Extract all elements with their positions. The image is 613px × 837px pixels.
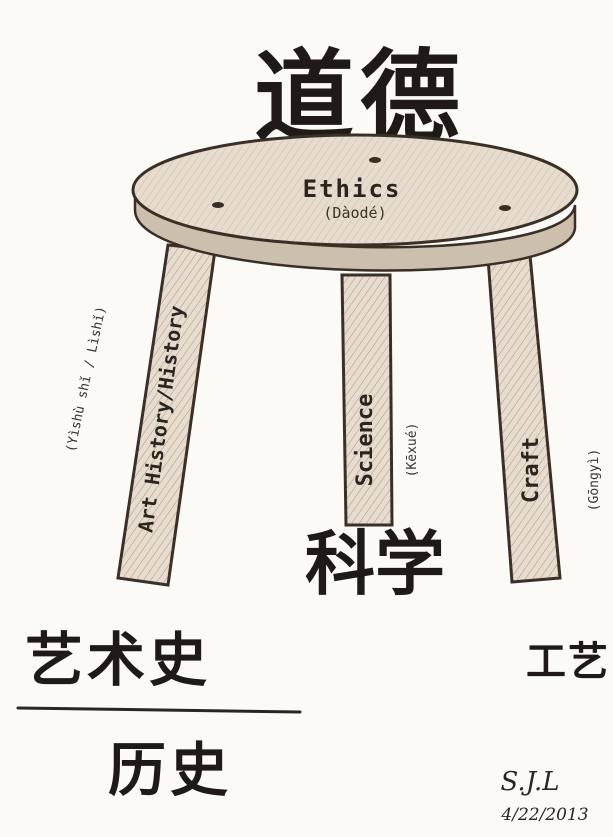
seat-label: Ethics bbox=[303, 175, 402, 203]
right-leg-pinyin: (Gōngyì) bbox=[587, 449, 602, 512]
signature-initials: S.J.L bbox=[500, 767, 559, 797]
fraction-divider bbox=[16, 706, 302, 714]
seat-pinyin: (Dàodé) bbox=[323, 204, 386, 222]
signature-date: 4/22/2013 bbox=[500, 805, 588, 825]
middle-leg-label: Science bbox=[353, 394, 378, 487]
middle-leg-pinyin: (Kēxué) bbox=[405, 423, 420, 478]
science-hanzi: 科学 bbox=[305, 523, 445, 605]
right-leg-label: Craft bbox=[519, 437, 544, 503]
middle-leg bbox=[340, 273, 394, 527]
craft-hanzi: 工艺 bbox=[526, 639, 610, 685]
stool-seat bbox=[131, 133, 579, 272]
art-history-hanzi: 艺术史 bbox=[25, 626, 211, 694]
left-leg-pinyin: (Yìshù shǐ / Lìshǐ) bbox=[64, 305, 110, 454]
right-leg bbox=[486, 253, 562, 584]
history-hanzi: 历史 bbox=[108, 736, 232, 804]
